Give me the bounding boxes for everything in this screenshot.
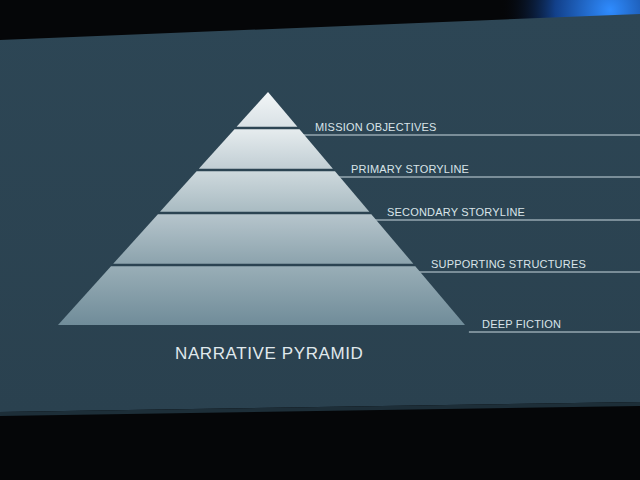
leader-underline	[338, 177, 640, 178]
pyramid-band: DEEP FICTION	[58, 265, 640, 337]
band-label: PRIMARY STORYLINE	[351, 163, 640, 176]
band-label: MISSION OBJECTIVES	[315, 121, 640, 134]
band-label: SECONDARY STORYLINE	[387, 206, 640, 219]
slide-edge	[0, 402, 640, 416]
band-fill	[160, 171, 369, 212]
leader-underline	[302, 135, 640, 136]
leader-underline	[418, 272, 640, 273]
band-fill	[237, 92, 298, 127]
band-label: DEEP FICTION	[482, 318, 640, 331]
band-fill	[199, 129, 333, 169]
band-fill	[113, 214, 413, 264]
diagram-title: NARRATIVE PYRAMID	[175, 344, 363, 364]
leader-underline	[469, 332, 640, 333]
slide-background	[0, 14, 640, 412]
leader-underline	[374, 220, 640, 221]
band-label: SUPPORTING STRUCTURES	[431, 258, 640, 271]
band-fill	[58, 266, 465, 325]
